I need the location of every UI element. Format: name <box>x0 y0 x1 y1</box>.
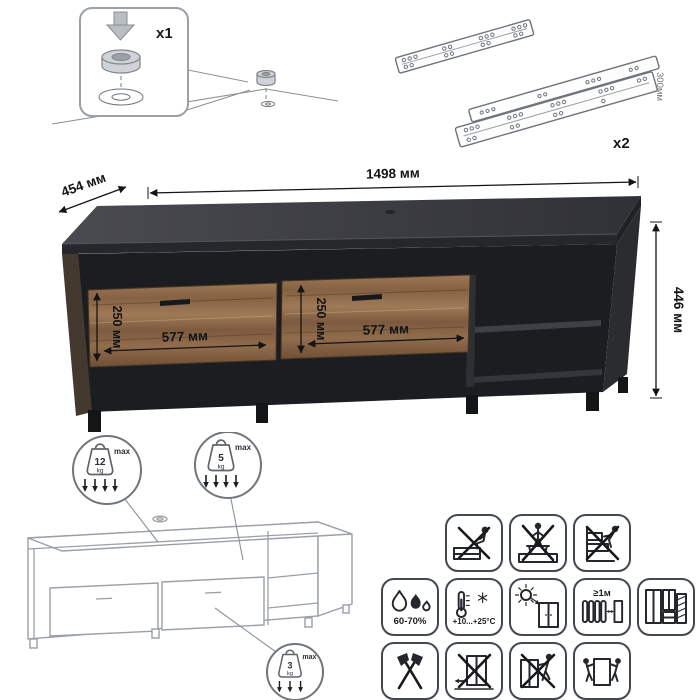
thermometer-icon <box>455 590 488 618</box>
drawer-slide-assembly <box>454 55 660 148</box>
no-climbing-icon <box>585 525 620 562</box>
load-limit-top: 12 kg max <box>72 435 142 505</box>
dimension-height: 446 мм <box>650 221 686 399</box>
load-limit-shelf: 5 kg max <box>194 432 262 499</box>
tile-no-impact-tools <box>381 642 439 700</box>
heater-distance-label: ≥1м <box>593 587 611 599</box>
tv-stand-top <box>61 196 641 254</box>
weight-5kg-icon: 5 kg max <box>203 439 252 488</box>
tv-stand-wireframe <box>27 515 353 649</box>
temperature-label: +10...+25°C <box>452 616 496 626</box>
drawer1-width-label: 577 мм <box>161 328 208 345</box>
right-bottom-shelf <box>473 369 602 383</box>
width-label: 1498 мм <box>366 165 420 181</box>
sunlight-cabinet-icon <box>514 583 559 628</box>
wireframe-right-drawer <box>161 576 265 631</box>
svg-text:12: 12 <box>94 457 106 468</box>
slide-length-label: 300мм <box>654 72 665 101</box>
drawer-handle <box>160 299 190 306</box>
tv-stand-right-drawer <box>280 274 471 360</box>
drawer-gap <box>276 282 281 360</box>
humidity-icon <box>391 589 431 612</box>
foot-glide-icon <box>98 49 144 106</box>
callout-leader <box>187 69 249 83</box>
no-sitting-icon <box>453 526 491 560</box>
svg-text:max: max <box>302 654 316 661</box>
panel-edge-line <box>265 88 339 102</box>
tv-stand-right-side <box>603 206 641 392</box>
wireframe-left-drawer <box>49 582 159 637</box>
tile-carry-with-two <box>573 642 631 700</box>
tv-stand-legs <box>88 377 628 432</box>
drawer-slides-callout: x2 300мм <box>394 19 665 152</box>
wireframe-cable-hole <box>152 515 168 523</box>
weight-3kg-icon: 3 kg max <box>276 649 316 693</box>
tile-no-standing <box>509 514 567 572</box>
svg-text:5: 5 <box>218 453 224 464</box>
load-limit-diagram: 12 kg max 5 kg max <box>27 432 353 700</box>
load-limit-drawer: 3 kg max <box>266 643 324 700</box>
weight-12kg-icon: 12 kg max <box>82 443 131 492</box>
tv-stand-rendering: 1498 мм 454 мм 446 мм 250 мм 577 мм 250 … <box>58 165 686 432</box>
down-arrows <box>82 479 118 492</box>
slides-count-label: x2 <box>613 135 630 152</box>
tile-humidity: 60-70% <box>381 578 439 636</box>
svg-text:max: max <box>114 447 131 456</box>
svg-text:max: max <box>235 443 252 452</box>
svg-text:kg: kg <box>287 671 293 677</box>
no-dragging-icon <box>454 653 494 690</box>
foot-on-panel-icon <box>256 69 276 108</box>
foot-hardware-callout: x1 <box>51 7 339 125</box>
cable-hole <box>385 210 395 214</box>
insert-arrow-icon <box>105 11 136 41</box>
tile-no-climbing <box>573 514 631 572</box>
tv-stand-left-side <box>62 252 92 416</box>
tile-no-direct-sunlight <box>509 578 567 636</box>
tile-no-dragging <box>445 642 503 700</box>
furniture-set-icon <box>645 589 687 624</box>
drawer-slide-rail <box>394 19 535 74</box>
svg-text:kg: kg <box>97 468 104 475</box>
drawer2-height-label: 250 мм <box>314 298 328 341</box>
dimension-width: 1498 мм <box>147 165 639 199</box>
right-shelf <box>473 320 601 333</box>
tile-furniture-set <box>637 578 695 636</box>
carry-with-two-icon <box>583 658 621 686</box>
tile-no-sitting <box>445 514 503 572</box>
dimension-right-drawer: 250 мм 577 мм <box>297 284 465 354</box>
crossed-axes-icon <box>397 653 423 690</box>
down-arrows <box>276 680 304 693</box>
tile-temperature: +10...+25°C <box>445 578 503 636</box>
mounting-hole <box>98 88 144 106</box>
tile-heater-distance: ≥1м <box>573 578 631 636</box>
down-arrows <box>203 475 239 488</box>
rail-holes <box>401 23 528 70</box>
svg-text:kg: kg <box>218 464 225 471</box>
svg-text:3: 3 <box>288 661 293 671</box>
drawer-handle <box>352 294 382 301</box>
foot-count-label: x1 <box>156 25 173 42</box>
tile-no-pushing-alone <box>509 642 567 700</box>
depth-label: 454 мм <box>59 170 108 200</box>
radiator-cabinet-icon <box>581 600 624 624</box>
drawer2-width-label: 577 мм <box>362 321 409 338</box>
height-label: 446 мм <box>671 287 686 333</box>
no-pushing-icon <box>520 653 556 689</box>
humidity-label: 60-70% <box>393 615 427 627</box>
dimension-left-drawer: 250 мм 577 мм <box>93 292 267 362</box>
no-standing-icon <box>518 522 558 563</box>
drawer1-height-label: 250 мм <box>110 306 124 349</box>
